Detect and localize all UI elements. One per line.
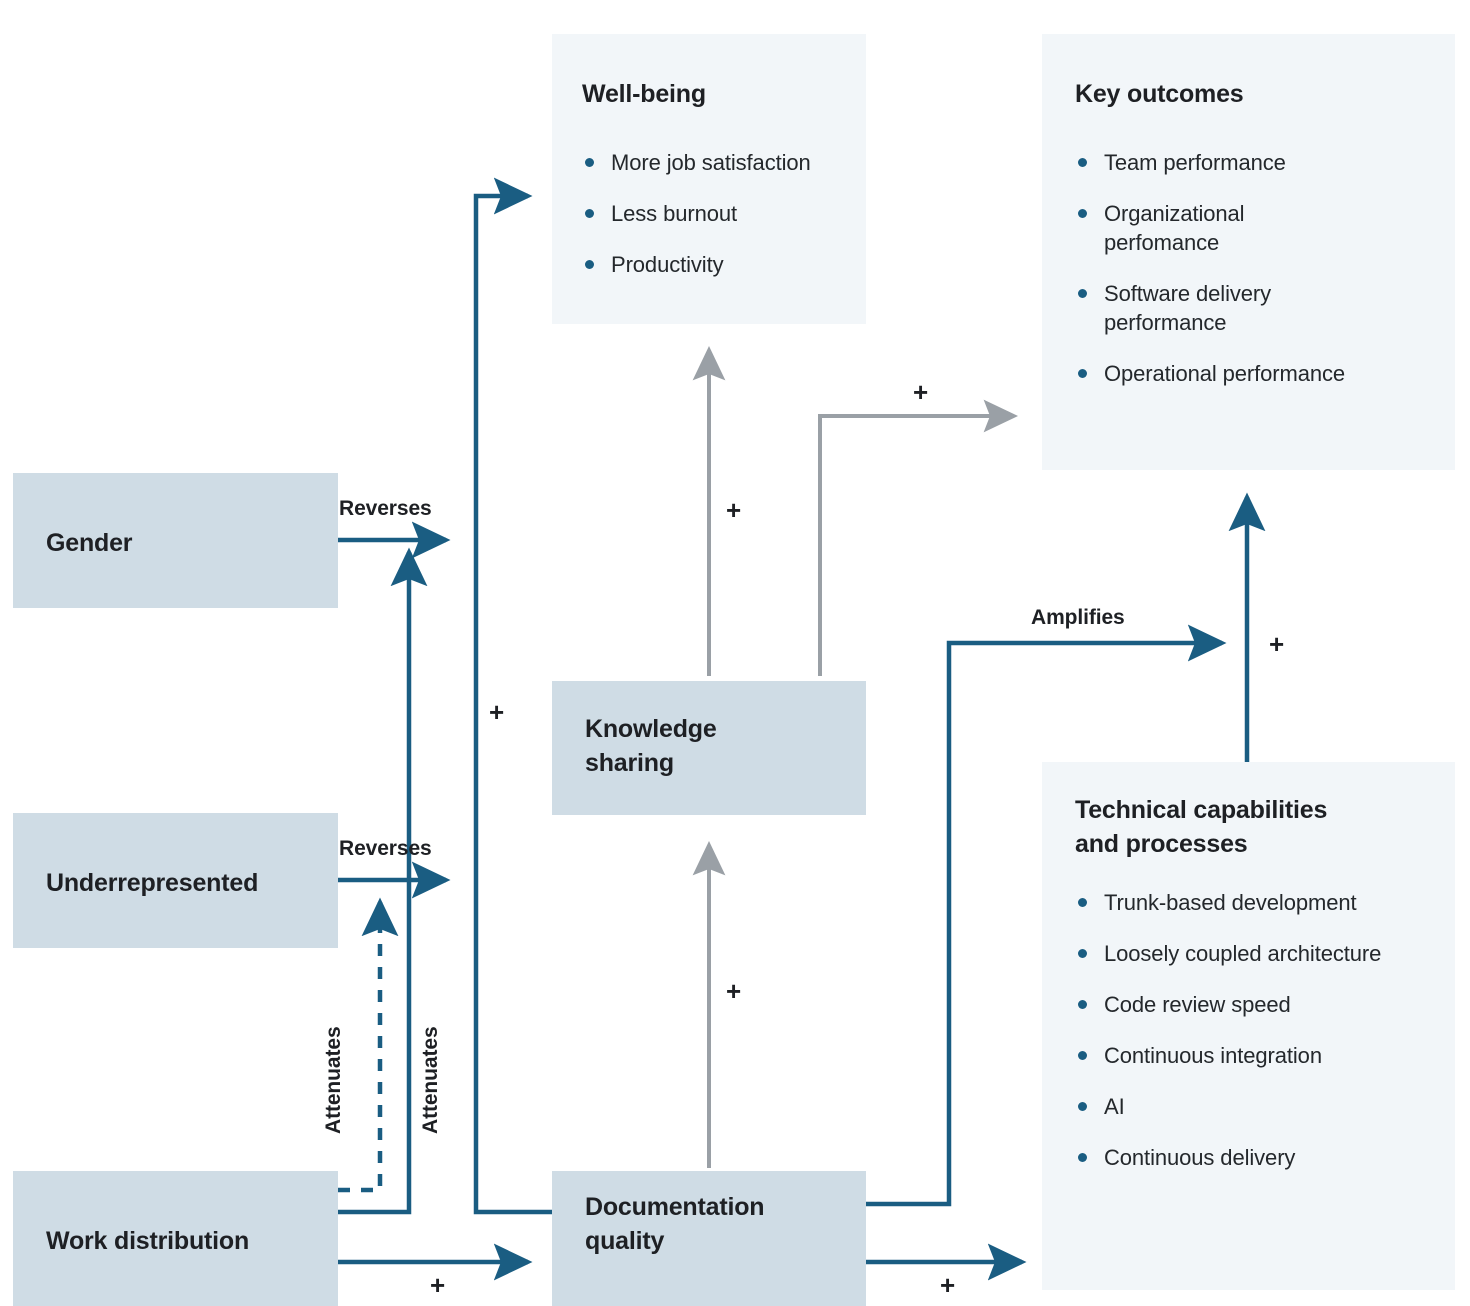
- list-item: Productivity: [582, 250, 852, 279]
- node-underrepresented: Underrepresented: [13, 813, 338, 948]
- sign-knowledgesharing-to-wellbeing: +: [726, 495, 742, 525]
- panel-technical-capabilities-title: Technical capabilities and processes: [1075, 794, 1425, 861]
- node-documentation-quality-label: Documentation quality: [585, 1191, 765, 1258]
- panel-technical-capabilities-list: Trunk-based development Loosely coupled …: [1075, 866, 1445, 1172]
- bullet-dot-icon: [585, 209, 594, 219]
- bullet-dot-icon: [1078, 1102, 1087, 1112]
- node-knowledge-sharing-label: Knowledge sharing: [585, 713, 717, 780]
- panel-wellbeing-list: More job satisfaction Less burnout Produ…: [582, 126, 852, 279]
- panel-key-outcomes-title: Key outcomes: [1075, 80, 1244, 108]
- sign-documentation-to-knowledgesharing: +: [726, 976, 742, 1006]
- list-item: Code review speed: [1075, 990, 1445, 1019]
- panel-technical-title-line1: Technical capabilities: [1075, 796, 1328, 824]
- node-documentation-quality-line1: Documentation: [585, 1193, 765, 1221]
- node-knowledge-sharing-line2: sharing: [585, 748, 674, 777]
- edge-knowledgesharing-to-keyoutcomes: [818, 399, 1019, 676]
- edge-label-attenuates-dashed: Attenuates: [322, 1026, 345, 1134]
- bullet-dot-icon: [1078, 369, 1087, 379]
- bullet-dot-icon: [1078, 209, 1087, 219]
- list-item: Software delivery performance: [1075, 279, 1319, 337]
- list-item: Operational performance: [1075, 359, 1405, 388]
- bullet-dot-icon: [585, 158, 594, 167]
- edge-documentation-amplifies: [866, 624, 1227, 1207]
- edge-workdistribution-to-gender: [338, 547, 428, 1215]
- sign-knowledgesharing-to-keyoutcomes: +: [913, 377, 929, 407]
- list-item: Team performance: [1075, 148, 1405, 177]
- list-item: More job satisfaction: [582, 148, 852, 177]
- node-underrepresented-label: Underrepresented: [46, 869, 259, 897]
- panel-wellbeing-title: Well-being: [582, 80, 706, 108]
- bullet-dot-icon: [1078, 898, 1087, 907]
- sign-documentation-to-technical: +: [940, 1270, 956, 1300]
- bullet-dot-icon: [1078, 1000, 1087, 1010]
- edge-attenuates-dashed: [338, 897, 399, 1193]
- bullet-dot-icon: [585, 260, 594, 270]
- edge-label-reverses-gender: Reverses: [339, 497, 432, 520]
- bullet-dot-icon: [1078, 949, 1087, 959]
- node-work-distribution-label: Work distribution: [46, 1227, 250, 1255]
- bullet-dot-icon: [1078, 1051, 1087, 1061]
- node-work-distribution: Work distribution: [13, 1171, 338, 1306]
- list-item: Loosely coupled architecture: [1075, 939, 1445, 968]
- panel-technical-title-line2: and processes: [1075, 829, 1248, 858]
- panel-technical-capabilities: Technical capabilities and processes Tru…: [1042, 762, 1455, 1290]
- list-item: Continuous integration: [1075, 1041, 1445, 1070]
- sign-technical-to-keyoutcomes: +: [1269, 629, 1285, 659]
- edge-documentation-to-wellbeing: [473, 177, 552, 1215]
- node-gender: Gender: [13, 473, 338, 608]
- node-knowledge-sharing: Knowledge sharing: [552, 681, 866, 815]
- bullet-dot-icon: [1078, 1153, 1087, 1163]
- node-documentation-quality-line2: quality: [585, 1226, 665, 1255]
- list-item: Trunk-based development: [1075, 888, 1445, 917]
- node-documentation-quality: Documentation quality: [552, 1171, 866, 1306]
- bullet-dot-icon: [1078, 158, 1087, 167]
- panel-key-outcomes-list: Team performance Organizational perfoman…: [1075, 126, 1405, 388]
- node-knowledge-sharing-line1: Knowledge: [585, 715, 717, 743]
- panel-key-outcomes: Key outcomes Team performance Organizati…: [1042, 34, 1455, 470]
- sign-documentation-to-wellbeing: +: [489, 697, 505, 727]
- edge-label-reverses-underrepresented: Reverses: [339, 837, 432, 860]
- node-gender-label: Gender: [46, 529, 133, 557]
- bullet-dot-icon: [1078, 289, 1087, 299]
- list-item: Continuous delivery: [1075, 1143, 1445, 1172]
- edge-label-amplifies: Amplifies: [1031, 606, 1125, 629]
- list-item: Organizational perfomance: [1075, 199, 1294, 257]
- panel-wellbeing: Well-being More job satisfaction Less bu…: [552, 34, 866, 324]
- list-item: AI: [1075, 1092, 1445, 1121]
- edge-label-attenuates-solid: Attenuates: [419, 1026, 442, 1134]
- list-item: Less burnout: [582, 199, 852, 228]
- sign-workdistribution-to-documentation: +: [430, 1270, 446, 1300]
